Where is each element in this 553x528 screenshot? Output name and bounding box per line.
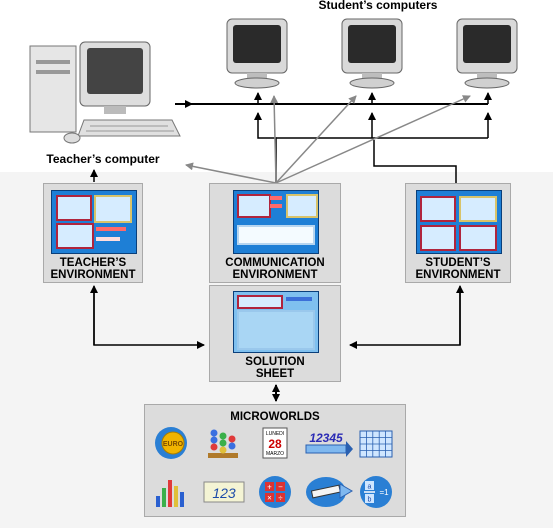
student-computer-3[interactable] <box>455 17 521 93</box>
digital-number-icon[interactable]: 123 <box>203 474 245 510</box>
solution-screen-thumbnail <box>233 291 319 353</box>
student-computer-2[interactable] <box>340 17 406 93</box>
svg-text:28: 28 <box>268 437 282 451</box>
teachers-environment-panel[interactable]: TEACHER’S ENVIRONMENT <box>43 183 143 283</box>
student-screen-thumbnail <box>416 190 502 254</box>
fraction-icon[interactable]: a b =1 <box>358 474 394 510</box>
svg-text:+: + <box>267 483 272 492</box>
students-computers-label: Student’s computers <box>318 0 438 12</box>
communication-environment-panel[interactable]: COMMUNICATION ENVIRONMENT <box>209 183 341 283</box>
svg-text:MARZO: MARZO <box>266 451 284 457</box>
abacus-icon[interactable] <box>205 425 241 461</box>
communication-environment-line1: COMMUNICATION <box>225 257 325 269</box>
solution-sheet-line1: SOLUTION <box>245 356 305 368</box>
svg-text:a: a <box>368 484 372 491</box>
solution-sheet-panel[interactable]: SOLUTION SHEET <box>209 285 341 382</box>
svg-text:÷: ÷ <box>278 494 283 503</box>
svg-text:b: b <box>368 497 372 504</box>
svg-text:LUNEDI: LUNEDI <box>266 431 284 437</box>
grid-icon[interactable] <box>358 425 394 461</box>
student-computer-1[interactable] <box>225 17 291 93</box>
ruler-arrow-icon[interactable] <box>304 474 354 510</box>
solution-sheet-line2: SHEET <box>255 368 295 380</box>
digital-number-text: 123 <box>212 485 236 501</box>
calendar-icon[interactable]: LUNEDI 28 MARZO <box>257 425 293 461</box>
number-line-text: 12345 <box>309 431 343 445</box>
students-environment-panel[interactable]: STUDENT’S ENVIRONMENT <box>405 183 511 283</box>
svg-text:−: − <box>278 483 283 492</box>
students-environment-line1: STUDENT’S <box>425 257 491 269</box>
euro-coin-icon[interactable]: EURO <box>153 425 189 461</box>
bar-chart-icon[interactable] <box>153 474 189 510</box>
svg-text:×: × <box>267 494 272 503</box>
microworlds-title: MICROWORLDS <box>230 411 320 423</box>
students-environment-line2: ENVIRONMENT <box>415 269 501 281</box>
euro-coin-text: EURO <box>163 441 184 448</box>
operations-icon[interactable]: + − × ÷ <box>257 474 293 510</box>
number-line-icon[interactable]: 12345 <box>304 425 354 461</box>
teachers-environment-line2: ENVIRONMENT <box>50 269 136 281</box>
teacher-screen-thumbnail <box>51 190 137 254</box>
teacher-computer[interactable] <box>22 40 182 148</box>
svg-text:=1: =1 <box>379 488 389 497</box>
teachers-environment-line1: TEACHER’S <box>59 257 127 269</box>
communication-environment-line2: ENVIRONMENT <box>232 269 318 281</box>
communication-screen-thumbnail <box>233 190 319 254</box>
teachers-computer-label: Teacher’s computer <box>46 152 160 166</box>
